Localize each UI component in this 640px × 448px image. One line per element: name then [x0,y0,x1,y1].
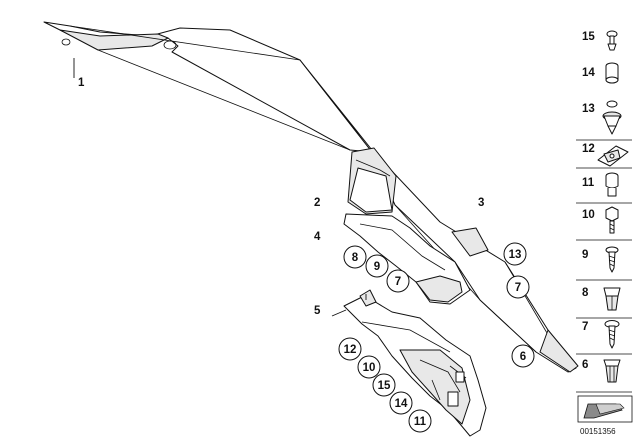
svg-text:7: 7 [582,321,588,333]
callout-1: 1 [78,77,85,89]
trim-panel-1 [43,21,373,153]
screw-icon [605,246,619,273]
svg-text:7: 7 [515,282,521,294]
legend-item-8: 8 [582,287,621,311]
callout-9: 9 [365,254,389,278]
rivet-clip-icon [603,359,621,383]
leader-lines [73,58,367,317]
sleeve-icon [605,172,619,197]
bolt-icon [605,206,619,234]
plastic-clip-icon [603,287,621,311]
trim-panel-5 [343,289,487,437]
legend-item-9: 9 [582,246,619,273]
washer-screw-icon [604,320,620,349]
legend-item-14: 14 [582,62,619,84]
callout-5: 5 [314,305,321,317]
svg-text:13: 13 [509,249,522,261]
callout-10: 10 [357,355,381,379]
svg-text:6: 6 [520,351,526,363]
legend-item-15: 15 [582,30,618,51]
legend-item-12: 12 [582,143,629,167]
svg-text:12: 12 [582,143,595,155]
callout-2: 2 [314,197,320,209]
callout-4: 4 [314,231,321,243]
svg-text:12: 12 [344,344,357,356]
legend-item-6: 6 [582,359,621,383]
svg-text:11: 11 [414,416,427,428]
fastener-legend: 15 14 13 [576,30,633,436]
callout-6: 6 [511,344,535,368]
spring-nut-icon [597,145,629,167]
svg-text:6: 6 [582,359,588,371]
svg-text:8: 8 [352,252,359,264]
svg-text:15: 15 [582,31,595,43]
cover-2 [347,147,397,215]
callout-8: 8 [343,245,367,269]
callout-14: 14 [389,391,413,415]
svg-text:10: 10 [582,209,595,221]
push-pin-icon [606,30,618,51]
svg-text:13: 13 [582,103,595,115]
callout-15: 15 [372,373,396,397]
legend-item-13: 13 [582,100,622,135]
callout-7-upper: 7 [386,269,410,293]
svg-text:11: 11 [582,177,595,189]
svg-text:8: 8 [582,287,589,299]
callout-13: 13 [503,242,527,266]
callout-3: 3 [478,197,484,209]
callout-11: 11 [408,409,432,433]
callout-7-right: 7 [506,275,530,299]
legend-item-11: 11 [582,172,619,197]
grommet-icon [605,62,619,84]
svg-text:9: 9 [374,261,380,273]
svg-text:10: 10 [363,362,376,374]
document-id: 00151356 [580,427,616,436]
svg-text:14: 14 [582,67,595,79]
trim-panel-4 [343,213,471,305]
direction-arrow-icon [577,395,633,423]
callout-12: 12 [338,337,362,361]
legend-item-7: 7 [582,320,620,349]
svg-text:9: 9 [582,249,588,261]
trim-panel-3 [299,59,579,373]
expanding-clip-icon [602,100,622,135]
svg-text:14: 14 [395,398,408,410]
legend-item-10: 10 [582,206,619,234]
svg-text:7: 7 [395,276,401,288]
svg-text:15: 15 [378,380,391,392]
